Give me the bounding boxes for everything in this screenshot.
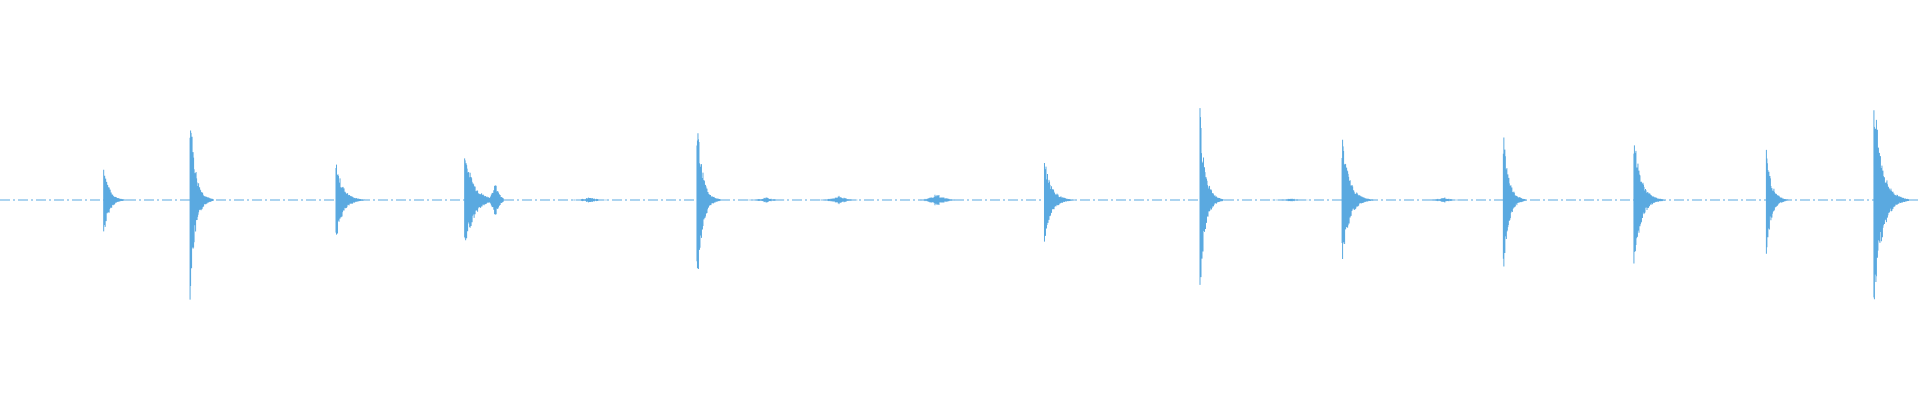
waveform-transient-8 <box>1341 139 1374 260</box>
waveform-transient-2 <box>189 130 214 300</box>
waveform-transient-10 <box>1633 145 1666 264</box>
waveform-transient-11 <box>1765 149 1790 254</box>
waveform-noise-bump-1 <box>570 197 608 203</box>
waveform-transient-6 <box>1043 162 1076 242</box>
waveform-transient-3 <box>335 164 368 235</box>
waveform-noise-bump-6 <box>1425 197 1463 203</box>
waveform-transients <box>103 108 1909 300</box>
waveform-noise-bump-4 <box>918 194 956 206</box>
waveform-transient-7 <box>1199 108 1224 285</box>
waveform-transient-12 <box>1873 110 1909 300</box>
waveform-noise-bump-2 <box>747 197 785 203</box>
waveform-transient-4 <box>464 158 504 241</box>
waveform-transient-5 <box>696 133 721 269</box>
waveform-noise-bump-3 <box>820 195 858 205</box>
waveform-noise-bump-5 <box>1271 198 1309 202</box>
waveform-transient-9 <box>1502 137 1527 267</box>
waveform-transient-1 <box>103 169 128 232</box>
waveform-noise-bumps <box>570 194 1463 206</box>
